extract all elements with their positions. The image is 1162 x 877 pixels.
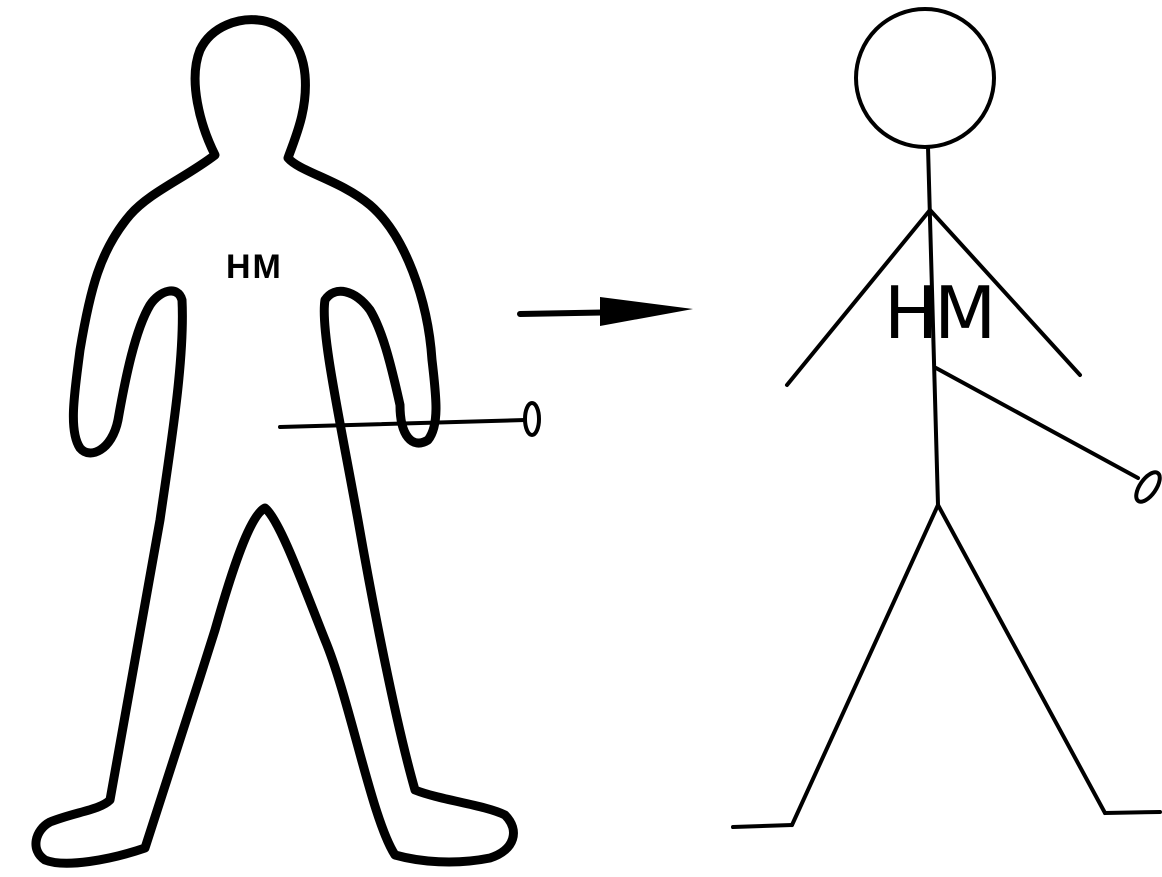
right-figure-label: HM bbox=[884, 271, 992, 355]
left-pointer-tip bbox=[525, 403, 539, 435]
left-figure-label: HM bbox=[226, 248, 283, 286]
stick-right-foot bbox=[1105, 812, 1160, 813]
arrow-head bbox=[600, 297, 693, 326]
right-pointer-tip bbox=[1132, 468, 1162, 505]
outlined-human-figure: HM bbox=[36, 20, 539, 864]
transformation-arrow bbox=[520, 297, 693, 326]
stick-right-leg bbox=[938, 505, 1105, 813]
stick-left-foot bbox=[733, 825, 792, 827]
stick-human-figure: HM bbox=[733, 9, 1162, 827]
body-outline bbox=[36, 20, 513, 864]
stick-left-leg bbox=[792, 505, 938, 825]
stick-head bbox=[856, 9, 994, 147]
right-pointer-stick bbox=[936, 368, 1138, 478]
